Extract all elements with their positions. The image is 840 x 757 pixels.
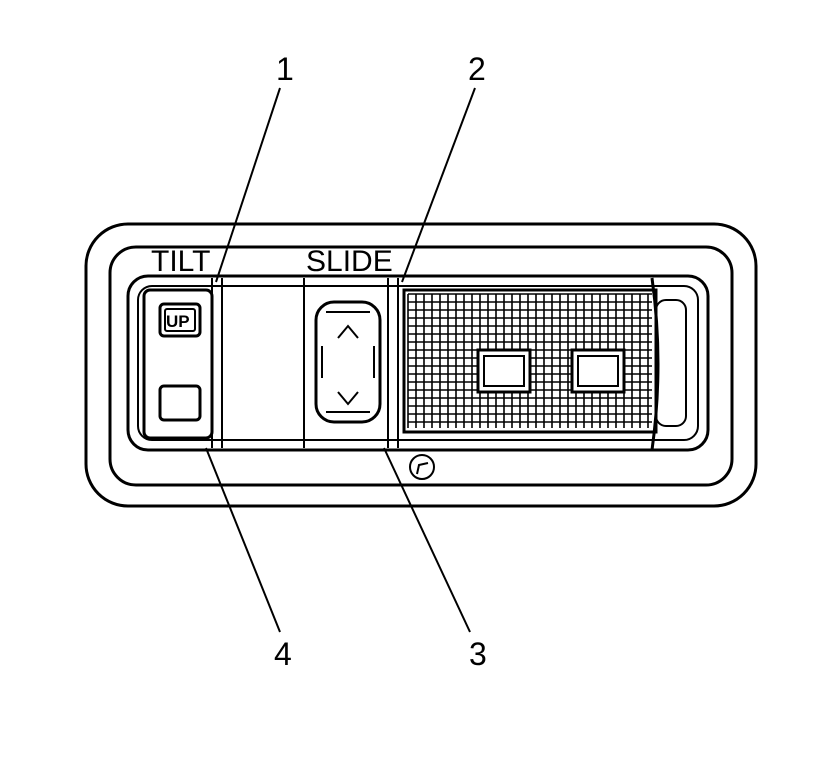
callout-2-leader <box>401 87 476 283</box>
callout-2: 2 <box>468 51 486 87</box>
lamp-window-left-inner <box>483 355 525 387</box>
inner-bezel <box>108 245 734 487</box>
callout-1-leader <box>215 87 281 283</box>
slide-label: SLIDE <box>306 245 393 278</box>
lamp-lens <box>402 288 658 434</box>
tilt-down-button[interactable] <box>158 384 202 422</box>
switch-housing <box>126 274 710 452</box>
lamp-window-right-inner <box>577 355 619 387</box>
tilt-label: TILT <box>151 245 210 278</box>
slide-rocker-switch[interactable] <box>314 300 382 424</box>
callout-3-leader <box>383 447 471 633</box>
chevron-up-icon <box>337 324 359 339</box>
switch-housing-inner <box>137 285 699 441</box>
outer-bezel <box>84 222 758 508</box>
tilt-up-label: UP <box>166 312 190 331</box>
callout-3: 3 <box>469 636 487 672</box>
lamp-end-tab <box>655 299 687 427</box>
screw-icon <box>409 454 435 480</box>
callout-4-leader <box>205 447 281 633</box>
callout-4: 4 <box>274 636 292 672</box>
lamp-end-cap <box>650 277 660 451</box>
chevron-down-icon <box>337 391 359 406</box>
lens-grid <box>407 293 652 428</box>
callout-1: 1 <box>276 51 294 87</box>
tilt-up-button[interactable]: UP <box>158 302 202 338</box>
